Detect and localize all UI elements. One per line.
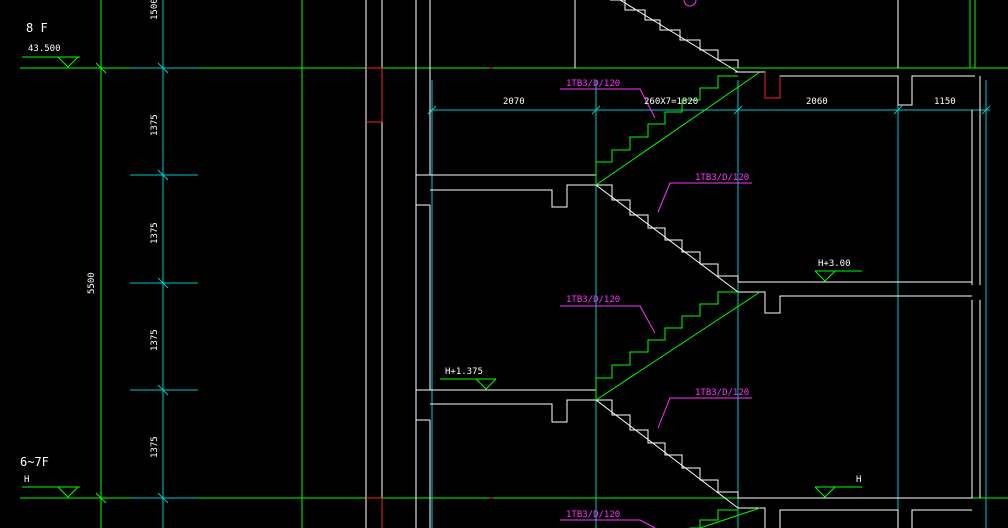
landing-right-1-bottom: [738, 291, 972, 314]
floor-elevation-upper: 43.500: [28, 44, 61, 54]
floor-name-lower: 6~7F: [20, 455, 49, 469]
landing-slabs: [415, 71, 975, 528]
segment-label-0: 1500: [150, 0, 160, 20]
vertical-green-lines: [100, 0, 976, 528]
red-section-marks: [366, 67, 781, 528]
stair-label-1: 1TB3/D/120: [695, 173, 749, 183]
stair-flights-white: [595, 0, 739, 509]
left-dimension-labels: 5500 1500 1375 1375 1375 1375: [87, 0, 160, 458]
segment-label-2: 1375: [150, 222, 160, 244]
cyan-grid-lines: [162, 0, 990, 528]
landing-level-2: H: [856, 475, 861, 485]
landing-level-1: H+1.375: [445, 367, 483, 377]
floor-labels: 8 F 43.500 6~7F H: [20, 21, 61, 485]
small-marks: [489, 67, 493, 499]
landing-left-1-bottom: [430, 184, 596, 208]
structure-walls: [365, 0, 981, 528]
plan-dim-0: 2070: [503, 97, 525, 107]
landing-level-labels: H+3.00 H+1.375 H: [445, 259, 861, 485]
stair-label-4: 1TB3/D/120: [566, 510, 620, 520]
plan-dim-1: 260X7=1820: [644, 97, 698, 107]
overall-dimension-ticks: [95, 62, 107, 504]
plan-dim-3: 1150: [934, 97, 956, 107]
stair-label-0: 1TB3/D/120: [566, 79, 620, 89]
plan-dimension-labels: 2070 260X7=1820 2060 1150: [503, 97, 956, 107]
stair-flights-green: [595, 71, 761, 528]
segment-label-3: 1375: [150, 329, 160, 351]
floor-elevation-lower: H: [24, 475, 29, 485]
level-symbols: [22, 56, 862, 498]
stair-label-2: 1TB3/D/120: [566, 295, 620, 305]
plan-dim-2: 2060: [806, 97, 828, 107]
left-dimension-ticks: [130, 62, 198, 504]
segment-label-4: 1375: [150, 436, 160, 458]
plan-dimension-ticks: [427, 105, 991, 115]
landing-level-0: H+3.00: [818, 259, 851, 269]
floor-name-upper: 8 F: [26, 21, 48, 35]
segment-label-1: 1375: [150, 114, 160, 136]
stair-label-leaders: [560, 88, 752, 528]
overall-height-label: 5500: [87, 272, 97, 294]
landing-left-2-bottom: [430, 399, 596, 423]
stair-labels: 1TB3/D/120 1TB3/D/120 1TB3/D/120 1TB3/D/…: [566, 79, 749, 520]
section-marker-icon: [683, 0, 697, 7]
stair-label-3: 1TB3/D/120: [695, 388, 749, 398]
